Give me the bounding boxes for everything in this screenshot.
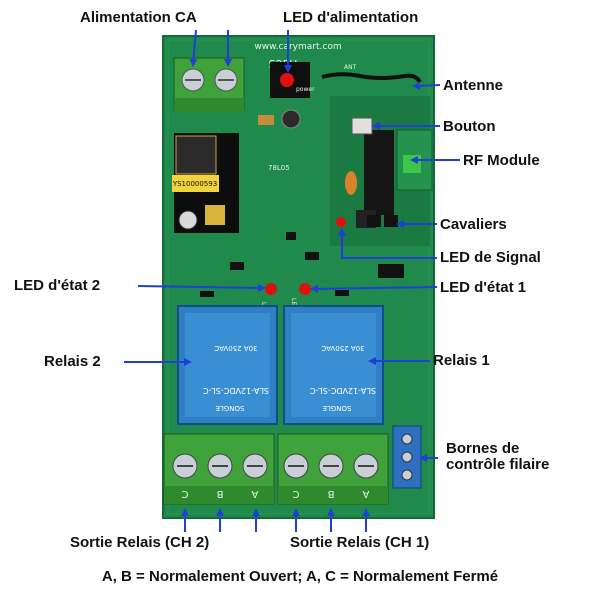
relay-2-model: SLA-12VDC-SL-C [203,386,269,395]
label-wired-terminals-1: Bornes de [446,440,520,457]
ch2-letter-c: C [181,488,188,499]
label-state-led-2: LED d'état 2 [14,277,101,294]
ch1-letter-c: C [292,488,299,499]
output-terminals-ch2[interactable]: C B A [163,433,275,505]
arrow-state-led-2 [137,283,266,292]
capacitors: 78L05 [258,109,301,172]
arrow-antenna [412,81,441,90]
power-module: YS10000593 [172,133,239,233]
label-relay-1: Relais 1 [433,352,490,369]
callout-arrows [124,29,460,532]
label-signal-led: LED de Signal [440,249,541,266]
resistors [345,171,357,195]
label-relay-2: Relais 2 [44,353,101,370]
relay-2-rating: 30A 250VAC [214,344,257,352]
label-power-in: Alimentation CA [80,9,197,26]
signal-led [336,217,346,227]
label-power-led: LED d'alimentation [283,9,419,26]
relay-2: 30A 250VAC SLA-12VDC-SL-C SONGLE [177,305,278,425]
power-terminal-block[interactable] [173,57,245,112]
module-code: YS10000593 [172,180,217,188]
learn-button[interactable] [351,117,373,135]
relay-1: 30A 250VAC SLA-12VDC-SL-C SONGLE [283,305,384,425]
relay-1-brand: SONGLE [323,404,352,412]
ch2-letter-a: A [251,488,258,499]
output-terminals-ch1[interactable]: C B A [277,433,389,505]
power-led: power [270,62,315,98]
ch2-letter-b: B [216,488,223,499]
label-jumpers: Cavaliers [440,216,507,233]
jumpers[interactable] [367,215,398,227]
label-antenna: Antenne [443,77,503,94]
ch1-letter-a: A [362,488,369,499]
antenna[interactable]: ANT [321,64,422,84]
relay-1-model: SLA-12VDC-SL-C [310,386,376,395]
label-relay-output-ch2: Sortie Relais (CH 2) [70,534,210,551]
power-silk: power [296,86,315,93]
footer-legend: A, B = Normalement Ouvert; A, C = Normal… [101,568,499,585]
relay-1-rating: 30A 250VAC [321,344,364,352]
ch1-letter-b: B [327,488,334,499]
arrow-signal-led [338,228,437,259]
label-state-led-1: LED d'état 1 [440,279,527,296]
board-url: www.carymart.com [254,42,341,52]
relay-2-brand: SONGLE [216,404,245,412]
arrow-state-led-1 [310,284,438,293]
label-relay-output-ch1: Sortie Relais (CH 1) [290,534,430,551]
small-smd-components [200,232,404,297]
label-button: Bouton [443,118,496,135]
wired-control-terminals[interactable] [392,425,422,489]
regulator-silk: 78L05 [268,164,290,172]
label-wired-terminals-2: contrôle filaire [446,456,550,473]
arrow-power-in-left [189,29,198,67]
antenna-silk: ANT [344,64,357,71]
label-rf-module: RF Module [463,152,540,169]
